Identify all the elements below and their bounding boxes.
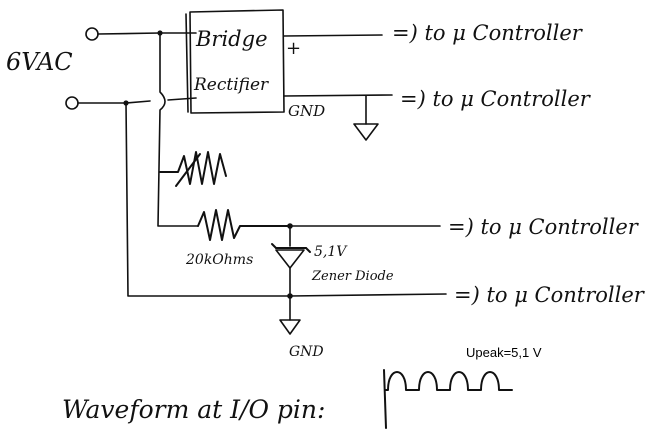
bridge-plus-label: + bbox=[286, 38, 301, 59]
terminal-bottom bbox=[65, 96, 79, 110]
wire-top-to-bridge bbox=[97, 32, 197, 35]
output-label-2: =) to μ Controller bbox=[400, 87, 592, 111]
waveform-pulses bbox=[385, 371, 513, 391]
ground-symbol-bridge bbox=[353, 95, 379, 141]
waveform-pulse-train bbox=[385, 371, 513, 391]
bridge-label-line2: Rectifier bbox=[193, 75, 269, 95]
input-wires bbox=[77, 30, 291, 297]
wire-bottom-to-bridge bbox=[167, 97, 197, 101]
ground-label: GND bbox=[289, 344, 324, 360]
ground-symbol-zener: GND bbox=[279, 295, 324, 360]
zener-voltage-label: 5,1V bbox=[314, 244, 348, 260]
bridge-rectifier: Bridge Rectifier + GND bbox=[185, 9, 325, 120]
wire-bottom-rail bbox=[125, 102, 291, 297]
zener-name-label: Zener Diode bbox=[311, 269, 394, 284]
waveform-peak-label: Upeak=5,1 V bbox=[466, 345, 542, 360]
wire-bridge-plus-out bbox=[283, 34, 383, 37]
output-label-4: =) to μ Controller bbox=[454, 283, 646, 307]
bridge-box-edge bbox=[185, 13, 189, 113]
waveform-plot bbox=[383, 369, 513, 429]
source-label: 6VAC bbox=[6, 48, 73, 76]
output-label-1: =) to μ Controller bbox=[392, 21, 584, 45]
wire-to-resistor bbox=[157, 32, 199, 227]
resistor-20k: 20kOhms bbox=[185, 209, 289, 268]
crossed-out-resistor bbox=[159, 151, 227, 187]
bridge-label-line1: Bridge bbox=[195, 27, 268, 51]
resistor-value-label: 20kOhms bbox=[185, 252, 253, 268]
wire-bridge-gnd-out bbox=[283, 94, 393, 97]
ac-input-terminals: 6VAC bbox=[6, 27, 99, 110]
bridge-box bbox=[189, 9, 285, 114]
waveform-y-axis bbox=[383, 369, 387, 429]
zener-diode: 5,1V Zener Diode bbox=[271, 225, 394, 297]
wire-bottom-left bbox=[77, 100, 151, 104]
bridge-gnd-label: GND bbox=[288, 102, 325, 120]
terminal-top bbox=[85, 27, 99, 41]
waveform-caption: Waveform at I/O pin: bbox=[62, 395, 325, 424]
output-label-3: =) to μ Controller bbox=[448, 215, 640, 239]
wire-node-to-output4 bbox=[289, 293, 447, 297]
